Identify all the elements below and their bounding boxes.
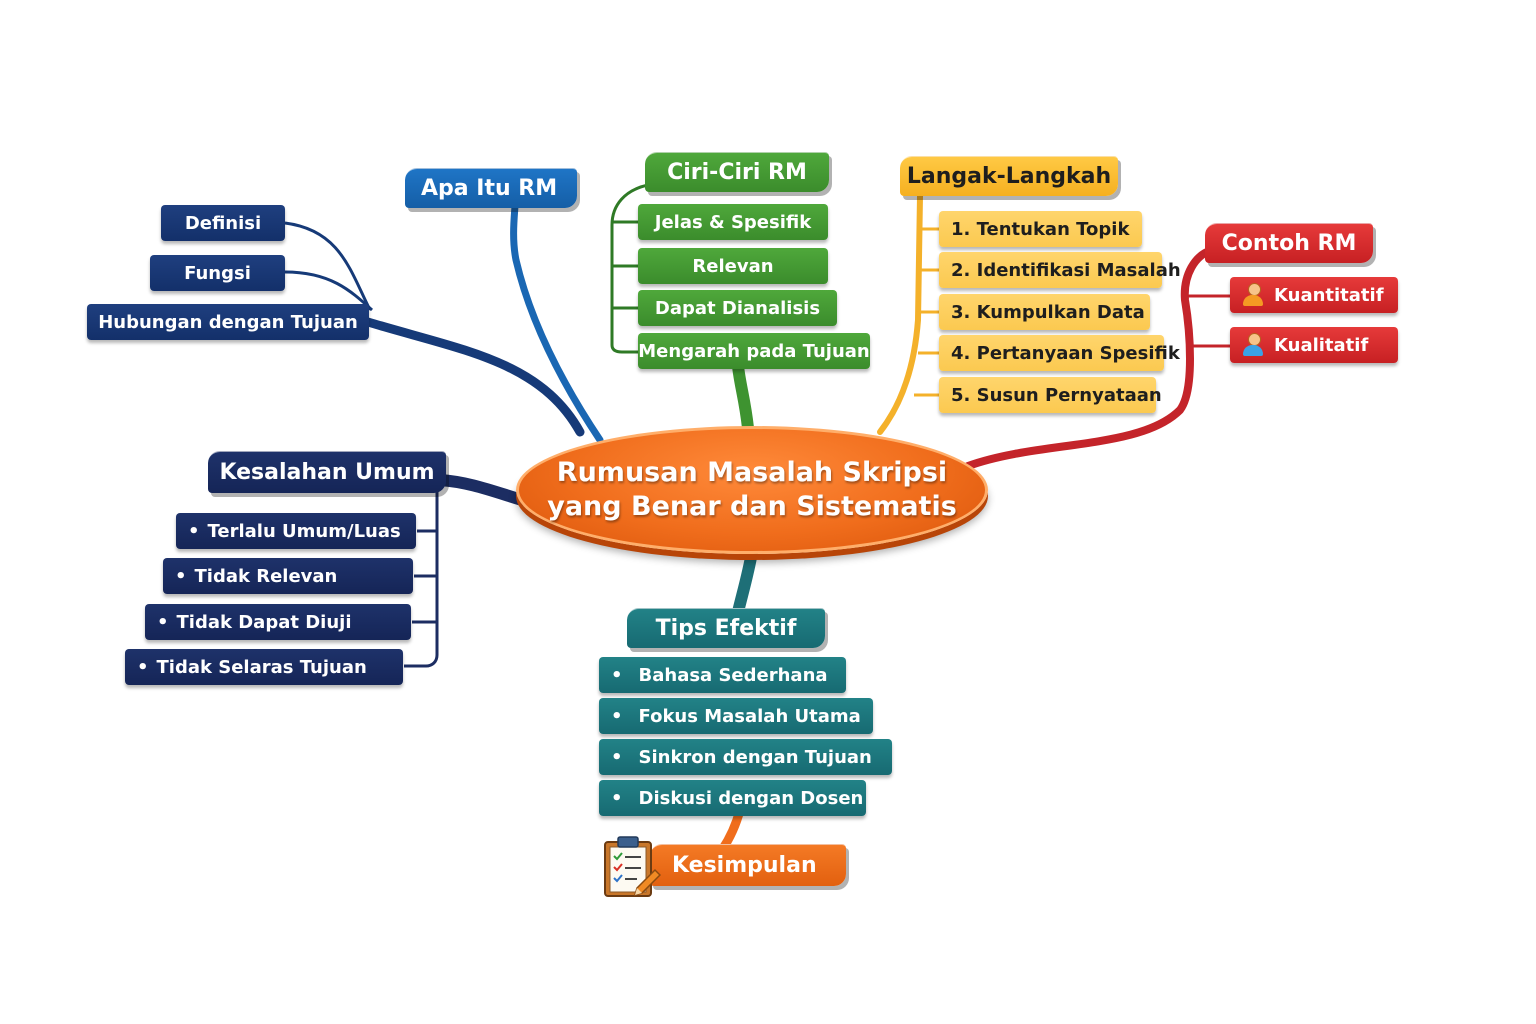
- node-dapat-dianalisis[interactable]: Dapat Dianalisis: [638, 290, 837, 326]
- node-langkah-3-label: 3. Kumpulkan Data: [951, 301, 1145, 323]
- node-tidak-selaras-tujuan[interactable]: Tidak Selaras Tujuan: [125, 649, 403, 685]
- branch-kesalahan-umum[interactable]: Kesalahan Umum: [208, 451, 446, 493]
- node-kualitatif[interactable]: Kualitatif: [1230, 327, 1398, 363]
- connector-contoh: [964, 246, 1216, 470]
- connector-fungsi: [284, 270, 374, 312]
- node-langkah-5-label: 5. Susun Pernyataan: [951, 384, 1162, 406]
- node-definisi[interactable]: Definisi: [161, 205, 285, 241]
- node-terlalu-umum-label: Terlalu Umum/Luas: [207, 520, 401, 542]
- node-kuantitatif[interactable]: Kuantitatif: [1230, 277, 1398, 313]
- node-langkah-1[interactable]: 1. Tentukan Topik: [939, 211, 1142, 247]
- node-tidak-relevan-label: Tidak Relevan: [194, 565, 338, 587]
- branch-kesalahan-label: Kesalahan Umum: [219, 460, 435, 485]
- connector-hubungan: [363, 317, 585, 437]
- branch-kesimpulan-label: Kesimpulan: [672, 853, 817, 878]
- connector-definisi: [284, 221, 372, 311]
- node-fokus-masalah-utama[interactable]: Fokus Masalah Utama: [599, 698, 873, 734]
- connector-ciri-bracket: [610, 183, 649, 354]
- connector-apa-itu: [510, 202, 604, 444]
- branch-apa-itu-rm[interactable]: Apa Itu RM: [405, 168, 577, 208]
- branch-kesimpulan[interactable]: Kesimpulan: [650, 844, 846, 886]
- node-sinkron-label: Sinkron dengan Tujuan: [638, 746, 872, 768]
- node-tidak-relevan[interactable]: Tidak Relevan: [163, 558, 413, 594]
- node-bahasa-label: Bahasa Sederhana: [638, 664, 828, 686]
- node-kuantitatif-label: Kuantitatif: [1274, 284, 1384, 306]
- connector-tips: [732, 546, 758, 618]
- node-jelas-label: Jelas & Spesifik: [654, 211, 812, 233]
- node-relevan-label: Relevan: [692, 255, 774, 277]
- node-langkah-4-label: 4. Pertanyaan Spesifik: [951, 342, 1180, 364]
- node-langkah-2-label: 2. Identifikasi Masalah: [951, 259, 1181, 281]
- connector-kesalahan-bracket: [404, 492, 439, 668]
- branch-langkah-langkah[interactable]: Langak-Langkah: [900, 156, 1118, 196]
- node-fungsi-label: Fungsi: [184, 262, 251, 284]
- connector-langkah-items: [914, 227, 940, 397]
- node-definisi-label: Definisi: [184, 212, 262, 234]
- node-jelas-spesifik[interactable]: Jelas & Spesifik: [638, 204, 828, 240]
- node-langkah-5[interactable]: 5. Susun Pernyataan: [939, 377, 1162, 413]
- node-langkah-2[interactable]: 2. Identifikasi Masalah: [939, 252, 1181, 288]
- node-hubungan-dengan-tujuan[interactable]: Hubungan dengan Tujuan: [87, 304, 369, 340]
- branch-tips-label: Tips Efektif: [655, 616, 797, 641]
- connector-langkah: [877, 193, 923, 435]
- person-icon: [1242, 333, 1264, 357]
- node-mengarah-pada-tujuan[interactable]: Mengarah pada Tujuan: [638, 333, 870, 369]
- node-diskusi-label: Diskusi dengan Dosen: [638, 787, 864, 809]
- person-icon: [1242, 283, 1264, 307]
- connector-kesalahan: [434, 474, 528, 506]
- node-mengarah-label: Mengarah pada Tujuan: [638, 340, 870, 362]
- branch-ciri-ciri-rm-label: Ciri-Ciri RM: [667, 160, 807, 185]
- node-tidak-dapat-diuji[interactable]: Tidak Dapat Diuji: [145, 604, 411, 640]
- central-topic[interactable]: Rumusan Masalah Skripsi yang Benar dan S…: [516, 426, 988, 554]
- node-hubungan-label: Hubungan dengan Tujuan: [98, 311, 358, 333]
- central-topic-line1: Rumusan Masalah Skripsi: [556, 457, 948, 488]
- connector-contoh-items: [1184, 294, 1232, 348]
- node-sinkron-dengan-tujuan[interactable]: Sinkron dengan Tujuan: [599, 739, 892, 775]
- node-relevan[interactable]: Relevan: [638, 248, 828, 284]
- node-bahasa-sederhana[interactable]: Bahasa Sederhana: [599, 657, 846, 693]
- branch-tips-efektif[interactable]: Tips Efektif: [627, 608, 825, 648]
- central-topic-line2: yang Benar dan Sistematis: [547, 491, 957, 522]
- node-langkah-4[interactable]: 4. Pertanyaan Spesifik: [939, 335, 1180, 371]
- node-langkah-3[interactable]: 3. Kumpulkan Data: [939, 294, 1150, 330]
- node-kualitatif-label: Kualitatif: [1274, 334, 1369, 356]
- node-terlalu-umum[interactable]: Terlalu Umum/Luas: [176, 513, 416, 549]
- node-tidak-dapat-diuji-label: Tidak Dapat Diuji: [176, 611, 352, 633]
- branch-ciri-ciri-rm[interactable]: Ciri-Ciri RM: [645, 152, 829, 192]
- node-langkah-1-label: 1. Tentukan Topik: [951, 218, 1130, 240]
- branch-contoh-rm-label: Contoh RM: [1221, 231, 1357, 256]
- clipboard-checklist-icon: [604, 836, 661, 897]
- branch-contoh-rm[interactable]: Contoh RM: [1205, 223, 1373, 263]
- branch-langkah-label: Langak-Langkah: [906, 164, 1112, 189]
- branch-apa-itu-rm-label: Apa Itu RM: [421, 176, 558, 201]
- node-fungsi[interactable]: Fungsi: [150, 255, 285, 291]
- connector-ciri: [732, 360, 754, 434]
- node-diskusi-dengan-dosen[interactable]: Diskusi dengan Dosen: [599, 780, 866, 816]
- node-fokus-label: Fokus Masalah Utama: [638, 705, 861, 727]
- node-tidak-selaras-label: Tidak Selaras Tujuan: [156, 656, 367, 678]
- node-dapat-dianalisis-label: Dapat Dianalisis: [654, 297, 821, 319]
